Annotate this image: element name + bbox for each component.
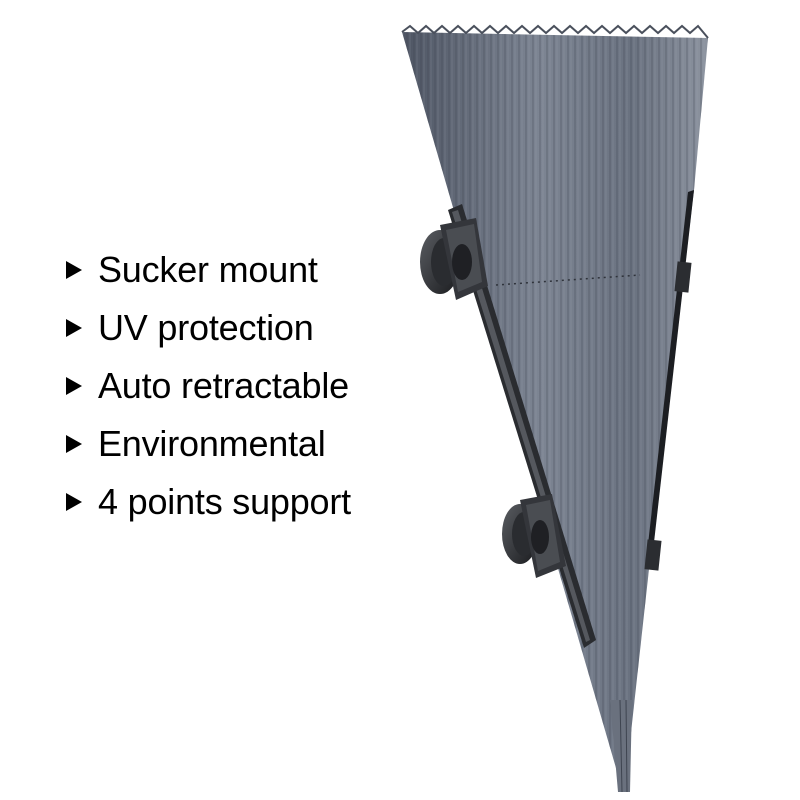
triangle-bullet-icon <box>66 261 82 279</box>
feature-label: 4 points support <box>98 481 351 522</box>
feature-item: Auto retractable <box>66 346 351 426</box>
feature-label: Auto retractable <box>98 365 349 406</box>
feature-list: Sucker mount UV protection Auto retracta… <box>66 230 351 542</box>
feature-item: Environmental <box>66 404 351 484</box>
triangle-bullet-icon <box>66 493 82 511</box>
feature-item: 4 points support <box>66 462 351 542</box>
triangle-bullet-icon <box>66 377 82 395</box>
triangle-bullet-icon <box>66 435 82 453</box>
feature-label: Environmental <box>98 423 326 464</box>
triangle-bullet-icon <box>66 319 82 337</box>
feature-label: Sucker mount <box>98 249 318 290</box>
feature-item: Sucker mount <box>66 230 351 310</box>
feature-label: UV protection <box>98 307 314 348</box>
feature-item: UV protection <box>66 288 351 368</box>
